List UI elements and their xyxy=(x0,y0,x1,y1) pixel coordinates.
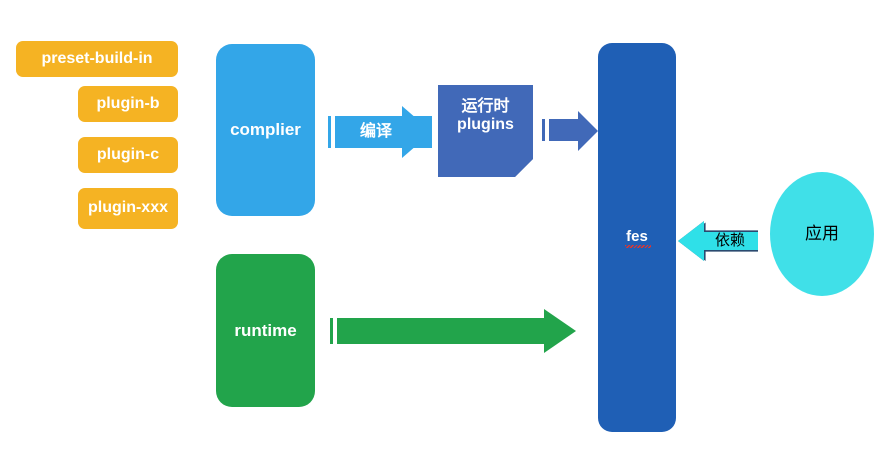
node-runtime-label: runtime xyxy=(234,320,297,340)
node-runtime-plugins-label-line2: plugins xyxy=(457,116,514,134)
node-runtime[interactable]: runtime xyxy=(216,254,315,407)
node-fes[interactable]: fes xyxy=(598,43,676,432)
node-complier[interactable]: complier xyxy=(216,44,315,216)
arrow-shaft-icon xyxy=(549,119,582,141)
plugin-chip-plugin-b[interactable]: plugin-b xyxy=(78,86,178,122)
arrow-head-icon xyxy=(402,106,432,158)
plugin-chip-plugin-c[interactable]: plugin-c xyxy=(78,137,178,173)
plugin-chip-preset-build-in[interactable]: preset-build-in xyxy=(16,41,178,77)
arrow-shaft-icon xyxy=(337,318,548,344)
node-fes-label: fes xyxy=(625,228,651,249)
arrow-tail-icon xyxy=(328,116,331,148)
folded-corner-icon xyxy=(515,159,533,177)
arrow-depend-label: 依赖 xyxy=(714,232,745,250)
node-runtime-plugins[interactable]: 运行时 plugins xyxy=(438,85,533,177)
arrow-tail-icon xyxy=(330,318,333,344)
node-complier-label: complier xyxy=(230,120,301,140)
arrow-head-icon xyxy=(578,111,598,151)
plugin-chip-plugin-xxx[interactable]: plugin-xxx xyxy=(78,188,178,229)
plugin-chip-label: plugin-b xyxy=(96,94,160,112)
plugin-chip-label: plugin-c xyxy=(96,145,160,163)
arrow-runtime-to-fes[interactable] xyxy=(330,309,576,353)
plugin-chip-label: plugin-xxx xyxy=(87,199,168,217)
arrow-depend[interactable]: 依赖 xyxy=(678,221,758,261)
arrow-tail-icon xyxy=(542,119,545,141)
node-runtime-plugins-label-line1: 运行时 xyxy=(461,98,510,115)
arrow-compile[interactable]: 编译 xyxy=(328,106,432,158)
node-application[interactable]: 应用 xyxy=(770,172,874,296)
arrow-head-icon xyxy=(544,309,576,353)
plugin-chip-label: preset-build-in xyxy=(41,49,153,67)
node-application-label: 应用 xyxy=(805,224,839,244)
arrow-plugins-to-fes[interactable] xyxy=(542,111,598,151)
arrow-compile-label: 编译 xyxy=(359,122,392,140)
